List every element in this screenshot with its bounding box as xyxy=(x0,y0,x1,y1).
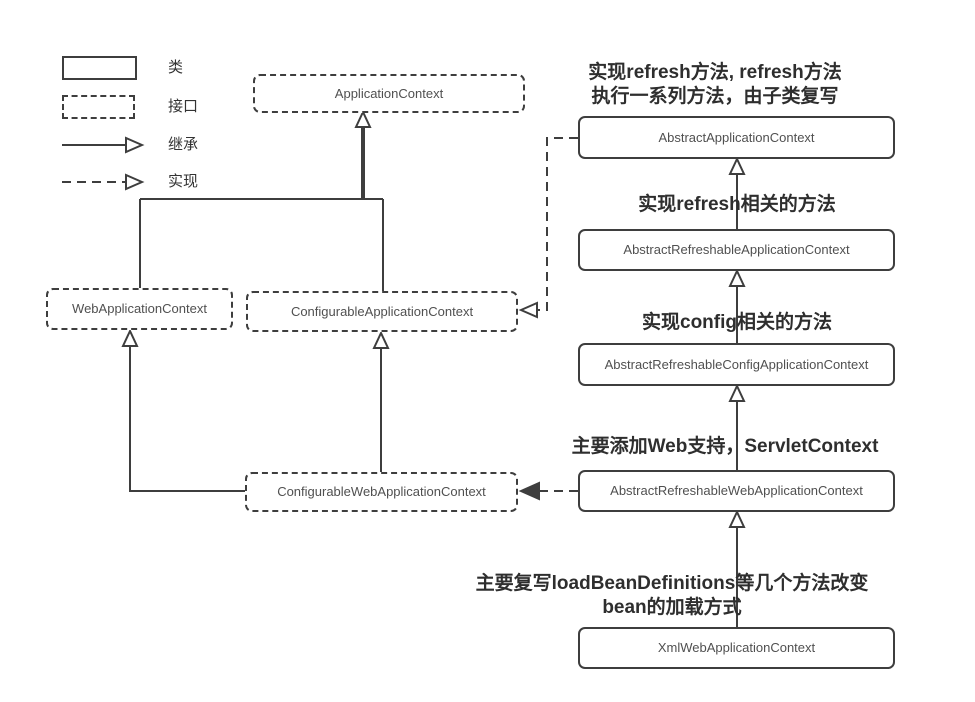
annotation-line: 实现refresh方法, refresh方法 xyxy=(588,62,842,83)
interface-bus-line xyxy=(139,198,384,291)
node-abstract-refreshable-web-application-context: AbstractRefreshableWebApplicationContext xyxy=(578,470,895,512)
annotation-line: 执行一系列方法，由子类复写 xyxy=(591,85,839,107)
legend-inheritance-label: 继承 xyxy=(168,136,199,153)
inheritance-arrow-config-to-refreshable xyxy=(728,268,746,343)
inheritance-arrow-xml-to-web xyxy=(728,509,746,627)
annotation-line: 主要复写loadBeanDefinitions等几个方法改变 xyxy=(475,573,869,594)
node-abstract-refreshable-application-context: AbstractRefreshableApplicationContext xyxy=(578,229,895,271)
node-label: AbstractRefreshableApplicationContext xyxy=(623,242,850,258)
annotation-line: 实现refresh相关的方法 xyxy=(638,194,836,215)
annotation-load-bean: 主要复写loadBeanDefinitions等几个方法改变 bean的加载方式 xyxy=(462,572,882,620)
annotation-line: 主要添加Web支持，ServletContext xyxy=(571,436,879,457)
inheritance-arrow-cfgweb-to-web xyxy=(121,328,245,492)
inheritance-arrow-cfgweb-to-configurable xyxy=(372,330,390,472)
node-abstract-application-context: AbstractApplicationContext xyxy=(578,116,895,159)
inheritance-arrow-web-to-config xyxy=(728,383,746,470)
inheritance-arrow-to-application-context xyxy=(354,109,372,199)
node-label: ConfigurableWebApplicationContext xyxy=(277,484,486,500)
node-label: ApplicationContext xyxy=(334,85,444,101)
annotation-line: bean的加载方式 xyxy=(602,596,742,618)
annotation-refresh-overwrite: 实现refresh方法, refresh方法 执行一系列方法，由子类复写 xyxy=(555,61,875,109)
node-configurable-web-application-context: ConfigurableWebApplicationContext xyxy=(245,472,518,512)
legend-class-swatch xyxy=(62,56,137,80)
annotation-config-related: 实现config相关的方法 xyxy=(578,311,896,335)
legend-interface-swatch xyxy=(62,95,135,119)
annotation-refresh-related: 实现refresh相关的方法 xyxy=(578,193,896,217)
node-label: AbstractApplicationContext xyxy=(658,129,815,145)
annotation-line: 实现config相关的方法 xyxy=(642,312,832,333)
inheritance-arrow-refreshable-to-abstract xyxy=(728,156,746,229)
node-application-context: ApplicationContext xyxy=(253,74,525,113)
legend-class-label: 类 xyxy=(168,59,184,76)
node-configurable-application-context: ConfigurableApplicationContext xyxy=(246,291,518,332)
node-label: AbstractRefreshableWebApplicationContext xyxy=(610,483,863,499)
legend-implementation-arrow xyxy=(62,173,145,191)
implementation-arrow-abstract-to-configurable xyxy=(518,137,578,319)
legend-inheritance-arrow xyxy=(62,136,145,154)
legend-interface-label: 接口 xyxy=(168,98,199,115)
annotation-web-support: 主要添加Web支持，ServletContext xyxy=(560,435,890,459)
implementation-arrow-abstractweb-to-cfgweb xyxy=(518,481,578,501)
node-label: AbstractRefreshableConfigApplicationCont… xyxy=(604,356,869,372)
node-label: XmlWebApplicationContext xyxy=(657,640,816,656)
node-abstract-refreshable-config-application-context: AbstractRefreshableConfigApplicationCont… xyxy=(578,343,895,386)
legend-implementation-label: 实现 xyxy=(168,173,199,190)
node-xml-web-application-context: XmlWebApplicationContext xyxy=(578,627,895,669)
node-label: ConfigurableApplicationContext xyxy=(290,303,474,319)
node-label: WebApplicationContext xyxy=(72,301,207,317)
node-web-application-context: WebApplicationContext xyxy=(46,288,233,330)
